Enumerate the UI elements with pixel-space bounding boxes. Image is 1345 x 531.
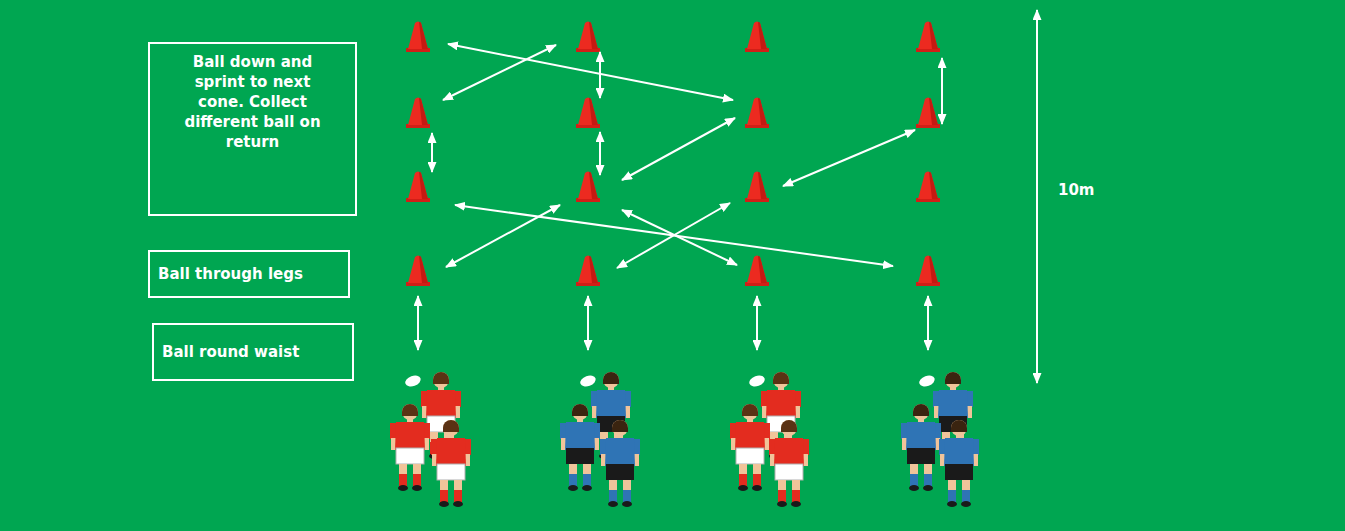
cone [916,172,940,203]
player [431,420,471,507]
rugby-ball [404,374,422,389]
cone [406,22,430,53]
cone [406,172,430,203]
cone [745,256,769,287]
instruction-text: Ball through legs [158,264,303,284]
run-arrow [599,52,601,98]
player [769,420,809,507]
cone [406,256,430,287]
cone [916,98,940,129]
player [390,404,430,491]
player [560,404,600,491]
run-arrow [587,296,589,350]
cone [576,256,600,287]
player [939,420,979,507]
cone [576,98,600,129]
run-arrow [756,296,758,350]
run-arrow [617,203,730,268]
instruction-text: Ball round waist [162,342,299,362]
instruction-box: Ball round waist [152,323,354,381]
run-arrow [599,132,601,175]
cone [576,22,600,53]
instruction-text: Ball down and sprint to next cone. Colle… [178,52,328,152]
run-arrow [783,130,915,186]
run-arrow [443,45,556,100]
instruction-box: Ball down and sprint to next cone. Colle… [148,42,357,216]
cone [576,172,600,203]
run-arrow [446,205,560,267]
cone [745,22,769,53]
cone [916,256,940,287]
run-arrow [622,118,735,180]
rugby-ball [748,374,766,389]
cone [406,98,430,129]
dimension-label: 10m [1058,180,1095,200]
rugby-ball [918,374,936,389]
run-arrow [927,296,929,350]
player [901,404,941,491]
rugby-ball [579,374,597,389]
run-arrow [941,58,943,124]
run-arrow [448,44,733,100]
dimension-arrow [1036,10,1038,383]
instruction-box: Ball through legs [148,250,350,298]
cone [745,98,769,129]
run-arrow [417,296,419,350]
run-arrow [622,210,737,265]
cone [745,172,769,203]
player [600,420,640,507]
cone [916,22,940,53]
player [730,404,770,491]
run-arrow [431,133,433,172]
